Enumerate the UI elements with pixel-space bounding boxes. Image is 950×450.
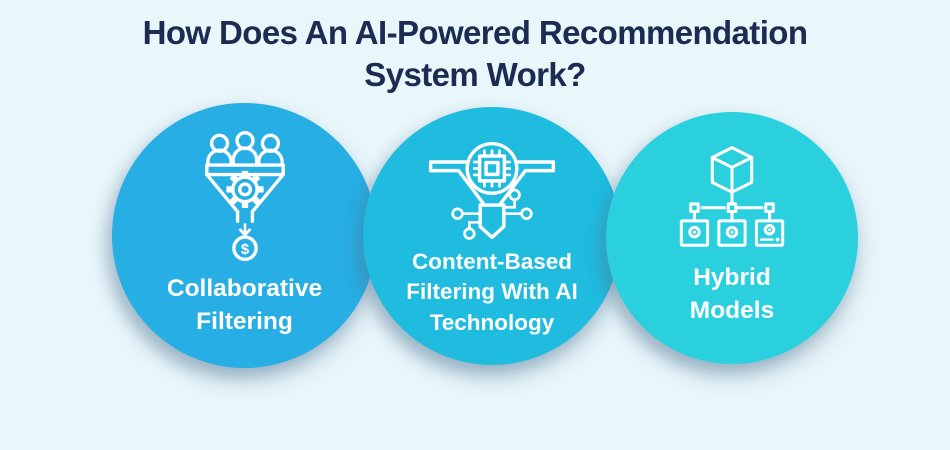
circle-label-collaborative-filtering: Collaborative Filtering — [166, 274, 323, 335]
ai-chip-funnel-circuit-icon — [428, 141, 556, 240]
circle-label-content-based-filtering: Content-Based Filtering With AI Technolo… — [406, 248, 578, 335]
cube-connected-models-icon — [679, 146, 785, 247]
circle-collaborative-filtering: $ Collaborative Filtering — [112, 103, 377, 368]
circle-content-based-filtering: Content-Based Filtering With AI Technolo… — [363, 107, 621, 365]
users-funnel-gear-dollar-icon: $ — [204, 131, 285, 262]
page-title-line-1: How Does An AI-Powered Recommendation — [142, 14, 808, 51]
circle-hybrid-models: Hybrid Models — [606, 112, 858, 364]
page-title: How Does An AI-Powered Recommendation Sy… — [0, 0, 950, 96]
circle-label-hybrid-models: Hybrid Models — [689, 263, 775, 325]
dollar-glyph: $ — [240, 242, 249, 258]
page-title-line-2: System Work? — [364, 56, 586, 94]
